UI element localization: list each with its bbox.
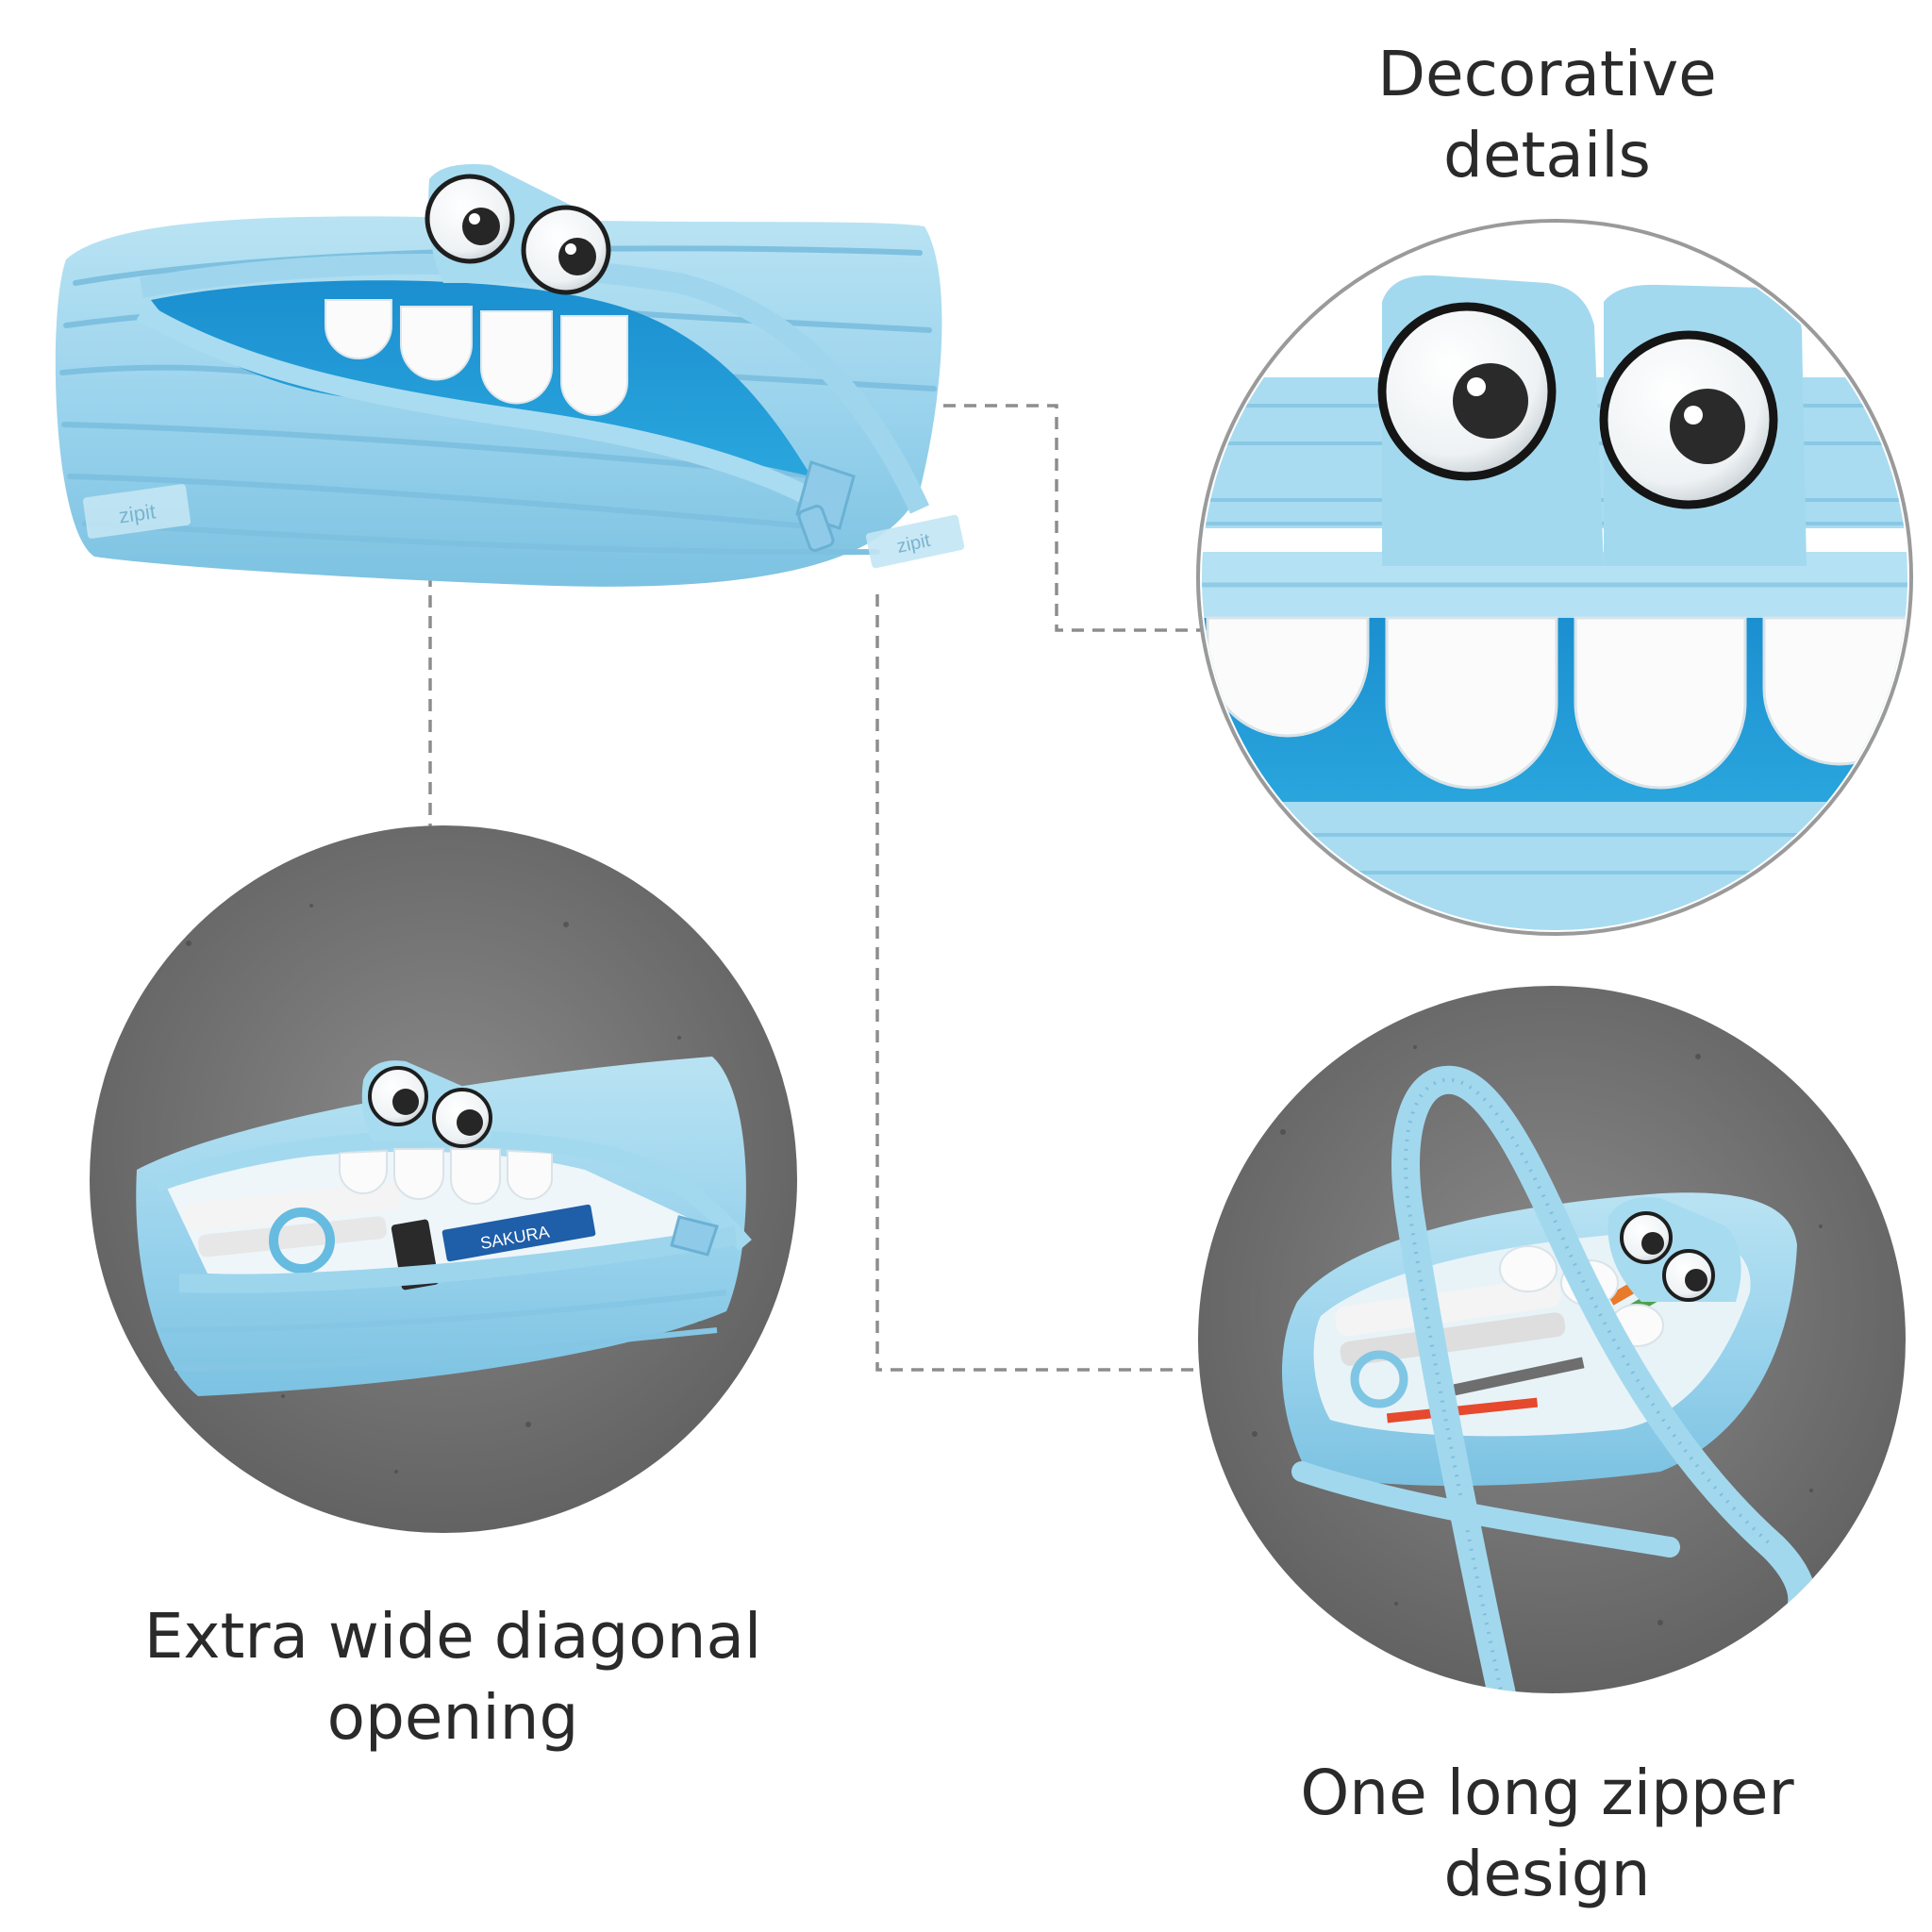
caption-decorative-details: Decorative details [1283, 34, 1811, 196]
caption-one-long-zipper: One long zipper design [1264, 1753, 1830, 1915]
circle-extra-wide-opening: SAKURA [90, 825, 797, 1533]
caption-extra-wide-opening: Extra wide diagonal opening [104, 1596, 802, 1758]
circle-one-long-zipper [1198, 986, 1906, 1693]
guide-line-details [528, 404, 1217, 632]
pouch-lower-lip [136, 303, 836, 518]
caption-line: Extra wide diagonal [143, 1600, 762, 1673]
googly-eyes-icon [425, 174, 611, 295]
caption-line: design [1443, 1838, 1651, 1910]
caption-line: details [1443, 119, 1651, 192]
concrete-speckles [1252, 1045, 1823, 1625]
caption-line: One long zipper [1300, 1757, 1794, 1829]
caption-line: Decorative [1377, 38, 1717, 110]
pouch-upper-lip [140, 254, 929, 514]
googly-eyes-icon [368, 1066, 492, 1148]
brand-label-right: zipit [865, 514, 965, 569]
pouch-teeth [325, 299, 628, 416]
zipper-pull-icon [795, 460, 856, 552]
pouch-mouth-lining [151, 280, 811, 476]
googly-eyes-icon [1620, 1211, 1715, 1302]
pouch-teeth [339, 1148, 553, 1205]
svg-text:zipit: zipit [117, 499, 157, 527]
zipper-pull-icon [670, 1215, 719, 1257]
googly-eyes-icon [1377, 302, 1778, 509]
guide-line-zipper [875, 594, 1203, 1372]
brand-label-left: zipit [82, 484, 192, 539]
main-pouch-photo: zipit zipit [55, 164, 965, 587]
caption-line: opening [326, 1681, 579, 1754]
zoom-circle-details [1196, 219, 1913, 936]
